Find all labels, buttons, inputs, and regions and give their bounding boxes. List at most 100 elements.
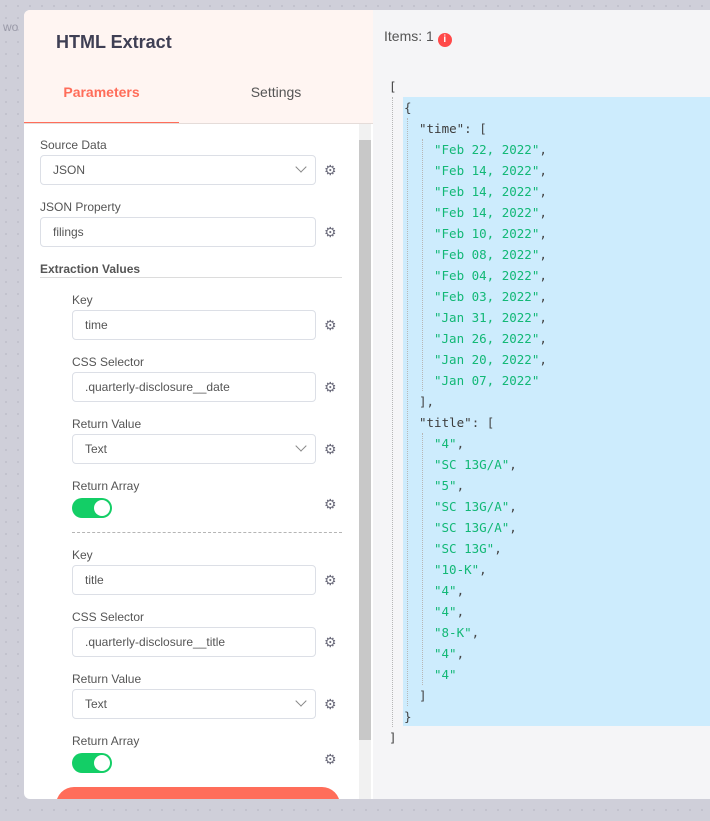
gear-icon[interactable]: ⚙ (324, 317, 337, 333)
return-array-toggle[interactable] (72, 498, 112, 518)
json-string: "4" (434, 667, 457, 682)
json-array-close: ], (419, 391, 434, 412)
json-bracket: ] (419, 688, 427, 703)
json-value-line: "Feb 10, 2022", (434, 223, 547, 244)
json-comma: , (456, 583, 465, 598)
json-string: "Feb 10, 2022" (434, 226, 540, 241)
header-divider (24, 123, 373, 124)
tab-settings[interactable]: Settings (250, 84, 302, 100)
json-value-line: "4", (434, 580, 464, 601)
extraction-values-title: Extraction Values (40, 262, 141, 276)
json-bracket: : [ (471, 415, 495, 430)
json-key: "time" (419, 121, 465, 136)
json-string: "Feb 04, 2022" (434, 268, 540, 283)
json-comma: , (456, 478, 465, 493)
json-bracket: ] (389, 730, 397, 745)
source-data-label: Source Data (40, 138, 107, 152)
json-bracket: { (404, 100, 412, 115)
json-value-line: "Jan 31, 2022", (434, 307, 547, 328)
info-icon[interactable]: i (437, 33, 452, 47)
scrollbar-thumb[interactable] (359, 140, 371, 740)
json-value-line: "8-K", (434, 622, 479, 643)
gear-icon[interactable]: ⚙ (324, 696, 337, 712)
return-value-value: Text (85, 697, 108, 711)
json-key-line: "time": [ (419, 118, 487, 139)
gear-icon[interactable]: ⚙ (324, 751, 337, 767)
css-selector-input[interactable]: .quarterly-disclosure__date (72, 372, 316, 402)
json-comma: , (539, 226, 547, 241)
json-value-line: "5", (434, 475, 464, 496)
return-value-select[interactable]: Text (72, 689, 316, 719)
gear-icon[interactable]: ⚙ (324, 634, 337, 650)
return-value-value: Text (85, 442, 108, 456)
json-comma: , (509, 520, 517, 535)
execute-node-button[interactable] (56, 787, 340, 799)
key-value: time (85, 318, 108, 332)
json-object-close: } (404, 706, 412, 727)
json-string: "Jan 26, 2022" (434, 331, 540, 346)
key-label: Key (72, 548, 93, 562)
key-value: title (85, 573, 104, 587)
json-property-input[interactable]: filings (40, 217, 316, 247)
json-string: "SC 13G/A" (434, 457, 510, 472)
json-string: "SC 13G/A" (434, 499, 510, 514)
json-bracket: : [ (464, 121, 487, 136)
json-value-line: "SC 13G", (434, 538, 502, 559)
json-value-line: "Jan 26, 2022", (434, 328, 547, 349)
gear-icon[interactable]: ⚙ (324, 224, 337, 240)
key-input[interactable]: time (72, 310, 316, 340)
json-string: "Feb 14, 2022" (434, 205, 540, 220)
item-divider (72, 532, 342, 533)
tab-parameters[interactable]: Parameters (24, 80, 179, 124)
json-string: "8-K" (434, 625, 472, 640)
gear-icon[interactable]: ⚙ (324, 379, 337, 395)
json-string: "4" (434, 604, 457, 619)
css-selector-label: CSS Selector (72, 610, 145, 624)
css-selector-input[interactable]: .quarterly-disclosure__title (72, 627, 316, 657)
json-comma: , (539, 331, 547, 346)
gear-icon[interactable]: ⚙ (324, 441, 337, 457)
json-comma: , (509, 457, 517, 472)
source-data-select[interactable]: JSON (40, 155, 316, 185)
json-object-open: { (404, 97, 412, 118)
json-string: "Jan 07, 2022" (434, 373, 540, 388)
source-data-value: JSON (53, 163, 86, 177)
json-array-close: ] (389, 727, 397, 748)
json-property-label: JSON Property (40, 200, 121, 214)
json-item-highlight[interactable] (403, 97, 710, 726)
json-property-value: filings (53, 225, 84, 239)
json-string: "10-K" (434, 562, 480, 577)
gear-icon[interactable]: ⚙ (324, 496, 337, 512)
json-value-line: "Jan 20, 2022", (434, 349, 547, 370)
canvas-background-label: wo (3, 20, 19, 34)
return-value-select[interactable]: Text (72, 434, 316, 464)
return-array-toggle[interactable] (72, 753, 112, 773)
return-array-label: Return Array (72, 479, 140, 493)
key-label: Key (72, 293, 93, 307)
indent-guide (422, 433, 423, 685)
json-string: "Feb 03, 2022" (434, 289, 540, 304)
json-value-line: "4", (434, 433, 464, 454)
json-string: "4" (434, 436, 457, 451)
gear-icon[interactable]: ⚙ (324, 162, 337, 178)
node-title[interactable]: HTML Extract (56, 32, 172, 52)
json-comma: , (539, 247, 547, 262)
json-array-close: ] (419, 685, 427, 706)
css-selector-label: CSS Selector (72, 355, 145, 369)
json-value-line: "Feb 04, 2022", (434, 265, 547, 286)
json-string: "Jan 20, 2022" (434, 352, 540, 367)
json-comma: , (456, 436, 465, 451)
json-value-line: "Feb 14, 2022", (434, 160, 547, 181)
json-string: "4" (434, 646, 457, 661)
json-comma: , (539, 163, 547, 178)
gear-icon[interactable]: ⚙ (324, 572, 337, 588)
json-string: "SC 13G/A" (434, 520, 510, 535)
json-bracket: } (404, 709, 412, 724)
json-comma: , (456, 646, 465, 661)
key-input[interactable]: title (72, 565, 316, 595)
chevron-down-icon (295, 440, 307, 452)
section-divider (40, 277, 342, 278)
json-comma: , (494, 541, 502, 556)
json-bracket: ], (419, 394, 435, 409)
